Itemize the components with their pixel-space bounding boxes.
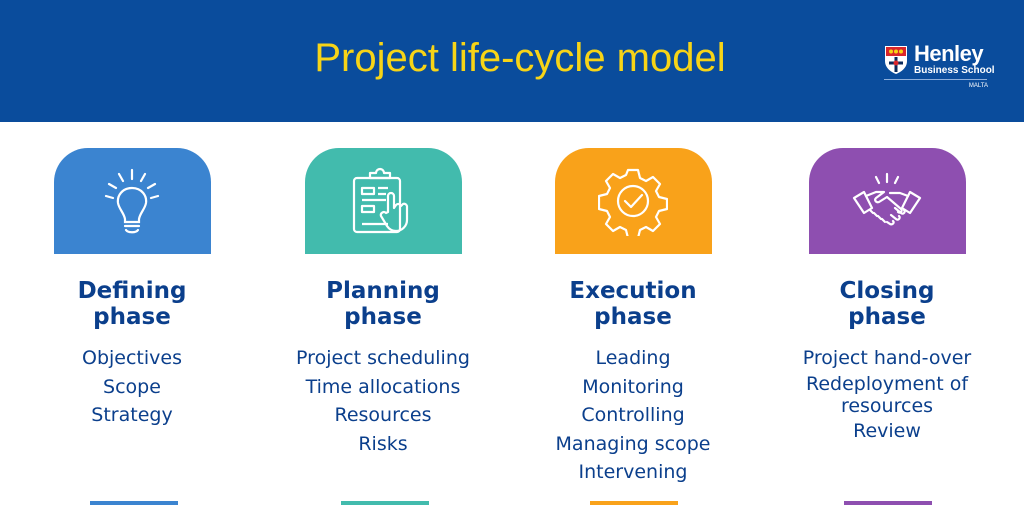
phase-item: Project scheduling (296, 347, 470, 369)
phase-item: Resources (334, 404, 432, 426)
phase-item: Scope (103, 375, 161, 398)
phase-underline-defining (90, 501, 178, 505)
logo-divider (884, 79, 987, 80)
logo-name: Henley (914, 41, 984, 66)
phase-item: Leading (595, 347, 671, 369)
phase-underline-closing (844, 501, 932, 505)
phase-item: Controlling (581, 404, 685, 426)
handshake-icon (852, 172, 922, 226)
phase-heading: Defining (77, 278, 187, 304)
phase-item: Time allocations (305, 375, 461, 398)
phase-item: Redeployment of resources (805, 372, 969, 417)
phase-item: Project hand-over (802, 347, 972, 369)
phase-heading: Planning (326, 278, 440, 304)
clipboard-hand-icon (352, 167, 409, 234)
shield-icon (885, 46, 907, 74)
phase-item: Strategy (91, 404, 173, 426)
lightbulb-icon (104, 168, 160, 234)
phase-card (808, 148, 966, 254)
phase-item: Monitoring (582, 375, 684, 398)
phase-item: Risks (358, 432, 408, 455)
phase-underline-planning (341, 501, 429, 505)
phase-item: Managing scope (555, 432, 711, 455)
logo-subtitle: Business School (914, 65, 995, 76)
phase-heading: Execution (569, 278, 697, 304)
phase-item: Intervening (578, 461, 688, 483)
phase-heading-suffix: phase (848, 304, 926, 330)
header-banner: Project life-cycle model Henley Business… (0, 0, 1024, 122)
phase-heading: Closing (839, 278, 935, 304)
phase-card (304, 148, 462, 254)
phase-heading-suffix: phase (344, 304, 422, 330)
henley-logo: Henley Business School MALTA (884, 41, 995, 93)
phase-heading-suffix: phase (594, 304, 672, 330)
phase-card (554, 148, 712, 254)
phase-card (53, 148, 211, 254)
phase-item: Objectives (82, 347, 182, 369)
logo-location: MALTA (968, 83, 988, 89)
page-title: Project life-cycle model (314, 36, 726, 80)
phase-heading-suffix: phase (93, 304, 171, 330)
gear-check-icon (598, 168, 668, 236)
phase-underline-execution (590, 501, 678, 505)
phase-item: Review (853, 419, 921, 442)
